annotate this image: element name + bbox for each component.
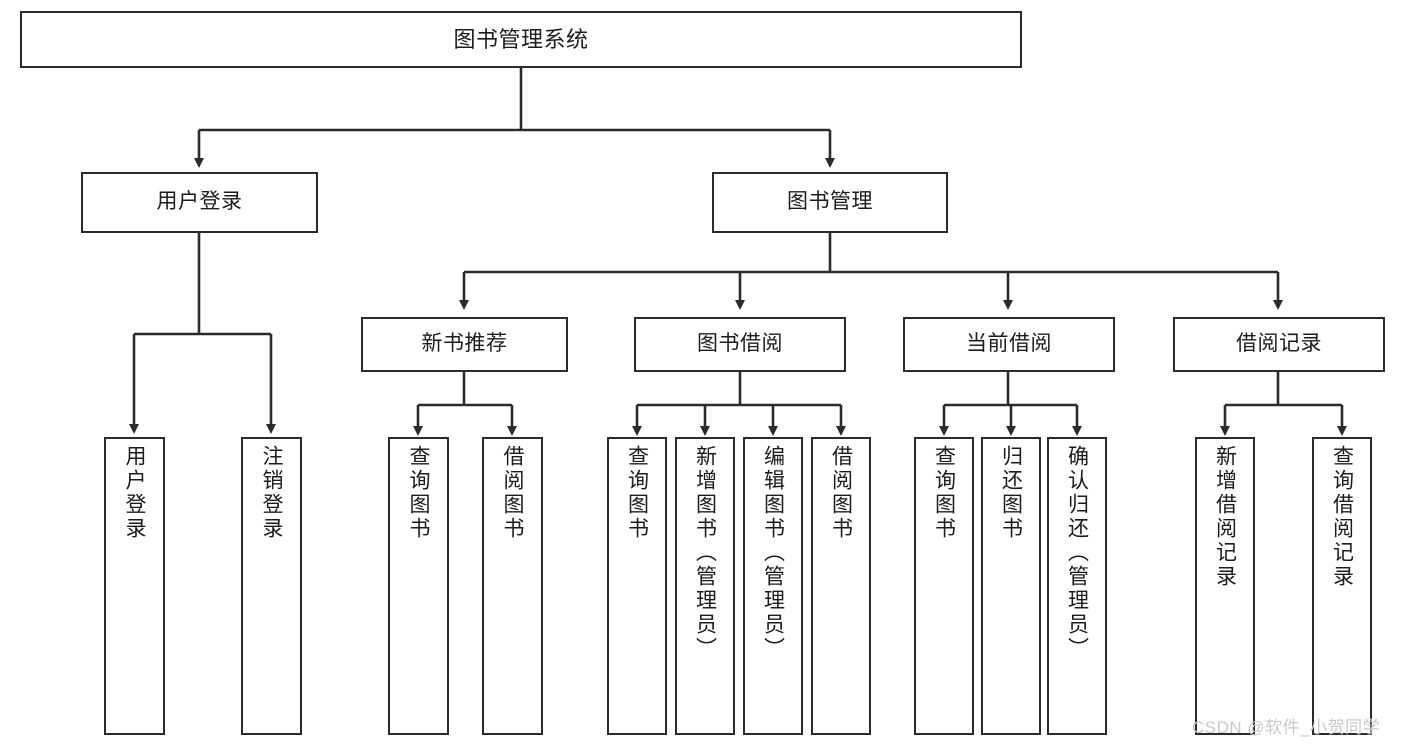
node-book-borrow-label: 图书借阅 [697, 332, 783, 356]
node-new-book-recommendation[interactable]: 新书推荐 [361, 317, 568, 372]
node-leaf-query-book-1-label: 查询图书 [407, 445, 430, 541]
node-root[interactable]: 图书管理系统 [20, 11, 1022, 68]
node-current-borrow-label: 当前借阅 [966, 332, 1052, 356]
node-leaf-query-book-3-label: 查询图书 [932, 445, 956, 541]
node-borrow-record[interactable]: 借阅记录 [1173, 317, 1385, 372]
node-leaf-confirm-return[interactable]: 确认归还（管理员） [1047, 437, 1107, 735]
node-leaf-borrow-book-2-label: 借阅图书 [829, 445, 853, 541]
node-leaf-add-book[interactable]: 新增图书（管理员） [675, 437, 735, 735]
node-leaf-query-record[interactable]: 查询借阅记录 [1312, 437, 1372, 735]
node-leaf-query-book-2-label: 查询图书 [625, 445, 649, 541]
node-leaf-user-login-label: 用户登录 [123, 445, 146, 541]
node-leaf-return-book[interactable]: 归还图书 [981, 437, 1041, 735]
node-leaf-add-record[interactable]: 新增借阅记录 [1195, 437, 1255, 735]
node-leaf-borrow-book-1-label: 借阅图书 [501, 445, 524, 541]
node-book-manage-label: 图书管理 [787, 190, 873, 214]
node-user-login-label: 用户登录 [156, 190, 243, 214]
node-leaf-add-record-label: 新增借阅记录 [1213, 445, 1237, 589]
node-leaf-borrow-book-2[interactable]: 借阅图书 [811, 437, 871, 735]
node-leaf-add-book-label: 新增图书（管理员） [693, 445, 717, 661]
node-leaf-edit-book[interactable]: 编辑图书（管理员） [743, 437, 803, 735]
node-leaf-query-book-1[interactable]: 查询图书 [388, 437, 449, 735]
node-current-borrow[interactable]: 当前借阅 [903, 317, 1115, 372]
node-book-manage[interactable]: 图书管理 [712, 172, 948, 233]
node-leaf-confirm-return-label: 确认归还（管理员） [1065, 445, 1089, 661]
node-leaf-logout[interactable]: 注销登录 [241, 437, 302, 735]
node-leaf-query-book-2[interactable]: 查询图书 [607, 437, 667, 735]
node-borrow-record-label: 借阅记录 [1236, 332, 1322, 356]
node-leaf-return-book-label: 归还图书 [999, 445, 1023, 541]
node-leaf-edit-book-label: 编辑图书（管理员） [761, 445, 785, 661]
node-new-book-recommendation-label: 新书推荐 [421, 332, 508, 356]
node-leaf-borrow-book-1[interactable]: 借阅图书 [482, 437, 543, 735]
node-user-login[interactable]: 用户登录 [81, 172, 318, 233]
node-leaf-logout-label: 注销登录 [260, 445, 283, 541]
node-leaf-user-login[interactable]: 用户登录 [104, 437, 165, 735]
node-leaf-query-book-3[interactable]: 查询图书 [914, 437, 974, 735]
node-root-label: 图书管理系统 [453, 26, 589, 52]
node-leaf-query-record-label: 查询借阅记录 [1330, 445, 1354, 589]
node-book-borrow[interactable]: 图书借阅 [634, 317, 846, 372]
